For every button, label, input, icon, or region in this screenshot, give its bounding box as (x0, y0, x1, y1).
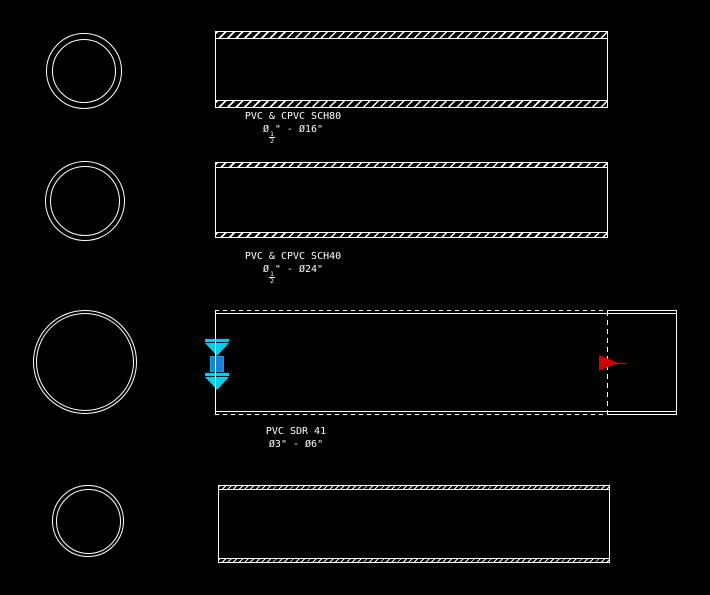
pipe-right-edge (676, 310, 677, 415)
flow-arrow-tail (617, 363, 626, 364)
pipe-wall-dash-top-left (215, 310, 608, 311)
pipe-side-view-thinwall[interactable] (218, 485, 610, 563)
pipe-cross-section-sch80[interactable] (46, 33, 122, 109)
pipe-inner-wall-sch80 (52, 39, 116, 103)
pipe-label-sdr41[interactable]: PVC SDR 41 Ø3" - Ø6" (240, 425, 352, 451)
pipe-wall-solid-bottom-right (608, 414, 677, 415)
flow-arrow-head (599, 355, 618, 371)
pipe-name-sch80: PVC & CPVC SCH80 (244, 111, 342, 122)
pipe-wall-inner-top (215, 313, 677, 314)
pipe-size-range-sdr41: Ø3" - Ø6" (268, 439, 324, 450)
connector-bar-bottom (205, 373, 229, 376)
pipe-wall-dash-bottom-left (215, 414, 608, 415)
pipe-wall-hatch-top (216, 163, 607, 168)
pipe-inner-wall-sch40 (50, 166, 120, 236)
pipe-name-sdr41: PVC SDR 41 (265, 426, 327, 437)
pipe-left-edge (215, 310, 216, 415)
pipe-end-connector-symbol[interactable] (205, 339, 229, 390)
pipe-side-view-sch80[interactable] (215, 31, 608, 108)
pipe-cross-section-sch40[interactable] (45, 161, 125, 241)
pipe-wall-inner-bottom (215, 411, 677, 412)
pipe-inner-wall-sdr41 (36, 313, 134, 411)
pipe-name-sch40: PVC & CPVC SCH40 (244, 251, 342, 262)
flow-direction-arrow-icon[interactable] (599, 355, 627, 372)
connector-bar-top (205, 339, 229, 342)
connector-arrow-down-bottom-icon[interactable] (205, 377, 229, 390)
connector-arrow-down-top-icon[interactable] (205, 343, 229, 356)
pipe-wall-hatch-bottom (219, 558, 609, 562)
pipe-wall-hatch-top (216, 32, 607, 39)
pipe-wall-hatch-bottom (216, 232, 607, 237)
pipe-side-view-sch40[interactable] (215, 162, 608, 238)
pipe-wall-hatch-top (219, 486, 609, 490)
pipe-cross-section-sdr41[interactable] (33, 310, 137, 414)
connector-square-grip[interactable] (210, 356, 224, 372)
pipe-inner-wall-thinwall (55, 488, 121, 554)
pipe-wall-hatch-bottom (216, 100, 607, 107)
pipe-cross-section-thinwall[interactable] (52, 485, 124, 557)
pipe-wall-solid-top-right (608, 310, 677, 311)
